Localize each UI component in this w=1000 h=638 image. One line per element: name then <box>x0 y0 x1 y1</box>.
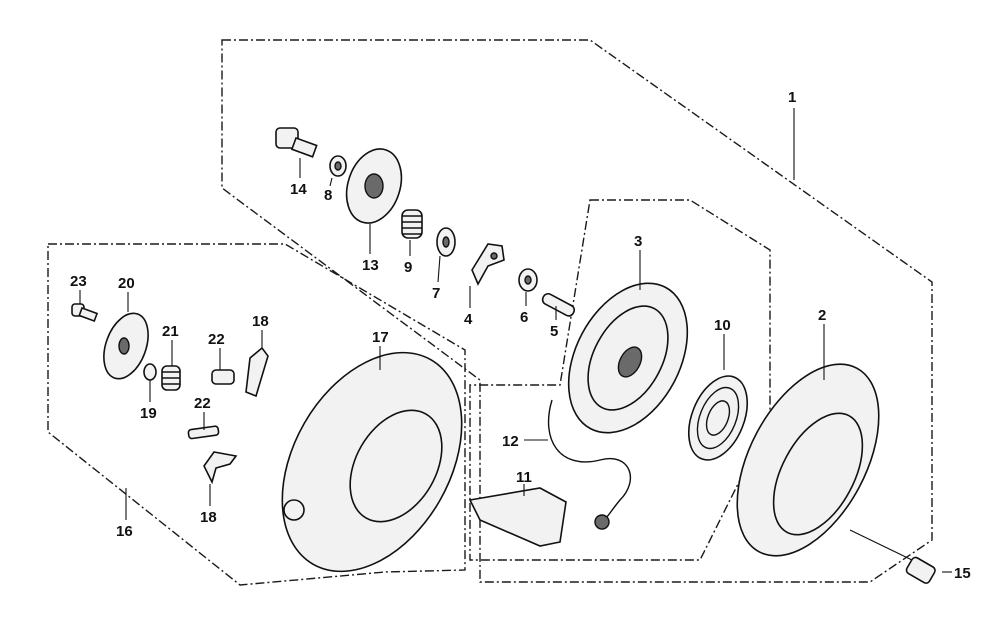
callout-22-upper: 22 <box>208 331 225 348</box>
callout-14: 14 <box>290 181 307 198</box>
part-22-spring-upper <box>211 348 235 385</box>
part-4-ratchet <box>469 243 505 308</box>
callout-6: 6 <box>520 309 528 326</box>
part-20-drive-plate <box>103 292 149 380</box>
part-6-collar <box>518 268 538 306</box>
callout-1: 1 <box>788 89 796 106</box>
part-5-pin <box>541 292 576 320</box>
callout-19: 19 <box>140 405 157 422</box>
part-22-spring-lower <box>187 412 220 440</box>
callout-11: 11 <box>516 469 532 486</box>
part-7-washer <box>436 227 456 283</box>
part-23-screw <box>71 290 99 323</box>
callout-17: 17 <box>372 329 389 346</box>
callout-2: 2 <box>818 307 826 324</box>
part-14-bolt <box>275 127 318 178</box>
callout-8: 8 <box>324 187 332 204</box>
callout-10: 10 <box>714 317 731 334</box>
callout-7: 7 <box>432 285 440 302</box>
part-3-reel <box>567 250 689 434</box>
callout-13: 13 <box>362 257 379 274</box>
callout-23: 23 <box>70 273 87 290</box>
part-18-guide-upper <box>245 330 269 398</box>
callout-4: 4 <box>464 311 473 328</box>
part-15-flange-bolt <box>849 529 952 584</box>
part-11-grip-handle <box>468 484 567 547</box>
assembly-3-outline <box>469 199 771 561</box>
callout-21: 21 <box>162 323 179 340</box>
callout-12: 12 <box>502 433 519 450</box>
part-13-friction-plate <box>345 148 403 254</box>
part-19-washer <box>143 363 157 402</box>
assembly-16-outline <box>47 243 466 586</box>
part-2-outer-cover <box>736 324 880 557</box>
part-8-washer <box>329 155 347 187</box>
callout-3: 3 <box>634 233 642 250</box>
part-17-starter-case <box>281 346 463 573</box>
callout-22-lower: 22 <box>194 395 211 412</box>
part-12-starter-rope <box>524 399 631 530</box>
part-21-spring <box>161 340 181 391</box>
callout-18-lower: 18 <box>200 509 217 526</box>
part-18-guide-lower <box>203 451 238 506</box>
callout-15: 15 <box>954 565 971 582</box>
assembly-1-outline <box>221 39 933 583</box>
callout-20: 20 <box>118 275 135 292</box>
part-10-recoil-spring <box>687 334 749 461</box>
callout-9: 9 <box>404 259 412 276</box>
callout-5: 5 <box>550 323 558 340</box>
callout-18-upper: 18 <box>252 313 269 330</box>
part-9-spring <box>401 209 423 256</box>
callout-16: 16 <box>116 523 133 540</box>
